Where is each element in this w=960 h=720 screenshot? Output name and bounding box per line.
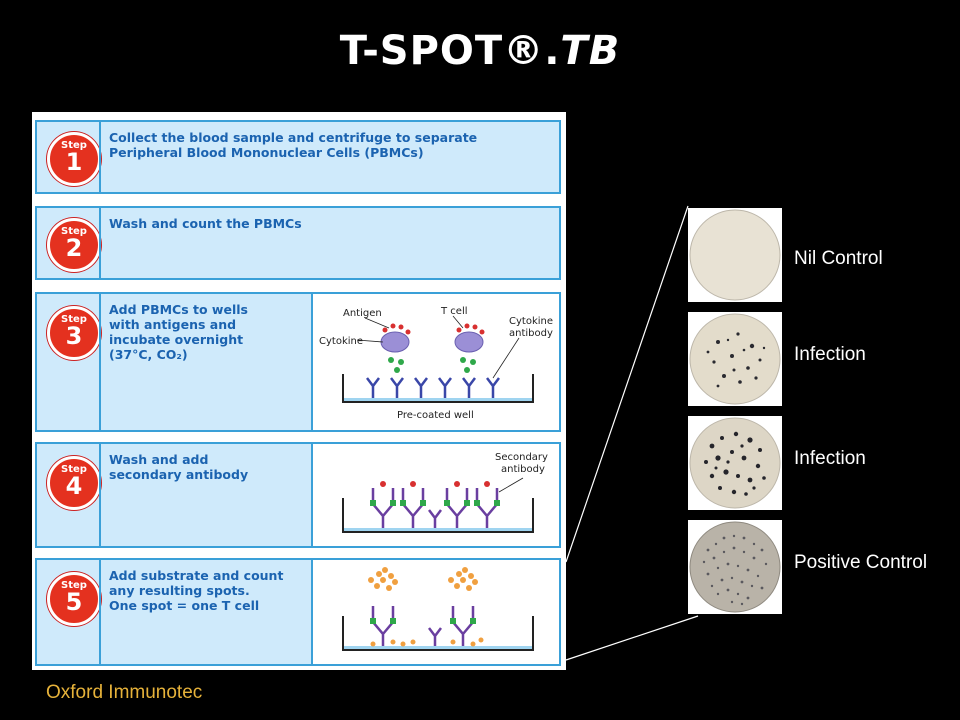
step-4-badge-word: Step	[61, 464, 87, 475]
step-5-illustration	[311, 558, 561, 666]
step-1-badge: Step 1	[47, 132, 101, 186]
dish-spots-medium	[689, 417, 781, 509]
well-outline	[342, 498, 534, 533]
title-main: T-SPOT®.	[339, 28, 561, 74]
step-5-badge: Step 5	[47, 572, 101, 626]
dish-infection-1	[688, 312, 782, 406]
step-4-divider	[99, 444, 101, 546]
step-2-divider	[99, 208, 101, 278]
step-4-illustration: Secondary antibody	[311, 442, 561, 548]
dish-spots-high	[689, 521, 781, 613]
step-1-text: Collect the blood sample and centrifuge …	[109, 130, 478, 160]
dish-label-4: Positive Control	[794, 552, 928, 573]
step-3-badge-number: 3	[65, 322, 83, 350]
step-5-badge-word: Step	[61, 580, 87, 591]
label-secondary-antibody-1: Secondary	[495, 452, 548, 463]
label-well: Pre-coated well	[397, 410, 474, 421]
step-3-badge-word: Step	[61, 314, 87, 325]
well-outline	[342, 374, 534, 403]
dish-infection-2	[688, 416, 782, 510]
step-2-badge-number: 2	[65, 234, 83, 262]
label-cytokine-antibody-1: Cytokine	[509, 316, 553, 327]
credit-text: Oxford Immunotec	[46, 682, 203, 703]
step-3-divider	[99, 294, 101, 430]
step-3-text: Add PBMCs to wells with antigens and inc…	[109, 302, 248, 362]
step-1-badge-word: Step	[61, 140, 87, 151]
step-5-badge-number: 5	[65, 588, 83, 616]
step-2: Step 2 Wash and count the PBMCs	[35, 206, 561, 280]
step-4-text: Wash and add secondary antibody	[109, 452, 249, 482]
step-2-badge-word: Step	[61, 226, 87, 237]
dish-spots-low	[689, 313, 781, 405]
step-4: Step 4 Wash and add secondary antibody	[35, 442, 561, 548]
label-cytokine-antibody-2: antibody	[509, 328, 553, 339]
protocol-figure: Step 1 Collect the blood sample and cent…	[32, 112, 566, 670]
dish-positive-control	[688, 520, 782, 614]
step-5-text: Add substrate and count any resulting sp…	[109, 568, 284, 613]
label-cytokine: Cytokine	[319, 336, 363, 347]
dish-label-3: Infection	[794, 448, 866, 469]
step-2-text: Wash and count the PBMCs	[109, 216, 302, 231]
antigen-cell-2	[454, 331, 484, 353]
substrate-spots	[368, 567, 484, 647]
step-3-illustration: Antigen T cell Cytokine Cytokine antibod…	[311, 292, 561, 432]
step-5-divider	[99, 560, 101, 664]
title-italic: TB	[560, 28, 621, 74]
slide-title: T-SPOT®.TB	[0, 28, 960, 74]
label-secondary-antibody-2: antibody	[501, 464, 545, 475]
dish-label-2: Infection	[794, 344, 866, 365]
dish-label-1: Nil Control	[794, 248, 883, 269]
label-antigen: Antigen	[343, 308, 382, 319]
well-outline	[342, 616, 534, 651]
step-5: Step 5 Add substrate and count any resul…	[35, 558, 561, 666]
step-1-divider	[99, 122, 101, 192]
step-4-badge: Step 4	[47, 456, 101, 510]
dish-nil-control	[688, 208, 782, 302]
step-1: Step 1 Collect the blood sample and cent…	[35, 120, 561, 194]
label-tcell: T cell	[440, 306, 468, 317]
step-4-badge-number: 4	[65, 472, 83, 500]
step-3: Step 3 Add PBMCs to wells with antigens …	[35, 292, 561, 432]
capture-antibodies	[366, 377, 500, 398]
step-1-badge-number: 1	[65, 148, 83, 176]
